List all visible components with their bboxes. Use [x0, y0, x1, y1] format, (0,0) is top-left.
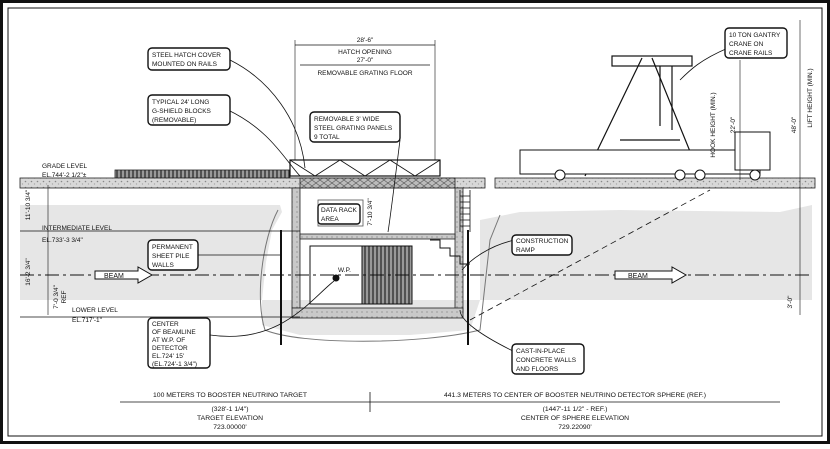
beam-ref-dim: 7'-0 3/4"	[53, 284, 60, 308]
dimension-text: 28'-6" HATCH OPENING 27'-0" REMOVABLE GR…	[25, 37, 814, 309]
callout-line: STEEL HATCH COVER	[152, 52, 221, 59]
beam-arrow-right	[614, 266, 688, 284]
callout-line: AND FLOORS	[516, 366, 559, 373]
lower-level-title: LOWER LEVEL	[72, 307, 118, 314]
callout-line: CENTER	[152, 321, 179, 328]
hatch-label: HATCH OPENING	[338, 49, 392, 56]
callout-line: REMOVABLE 3' WIDE	[314, 116, 380, 123]
lower-level-el: EL.717'-1"	[72, 317, 103, 324]
callout-line: 10 TON GANTRY	[729, 32, 781, 39]
soil-zone	[20, 205, 812, 335]
grade-slab-left	[19, 177, 486, 189]
callout-line: CONSTRUCTION	[516, 238, 569, 245]
shaft-wall-right	[454, 187, 464, 314]
callout-line: AT W.P. OF	[152, 337, 185, 344]
callout-beamline: CENTER OF BEAMLINE AT W.P. OF DETECTOR E…	[147, 317, 211, 369]
callout-line: 9 TOTAL	[314, 134, 340, 141]
callout-line: EL.724' 15'	[152, 353, 184, 360]
truck	[519, 131, 771, 181]
rack-dim: 7'-10 3/4"	[367, 198, 374, 226]
hatch-cover	[289, 159, 441, 177]
bottom-left-line: 100 METERS TO BOOSTER NEUTRINO TARGET	[153, 392, 307, 399]
shaft-floor	[291, 307, 464, 319]
beam-label-left: BEAM	[104, 273, 124, 280]
callout-line: DETECTOR	[152, 345, 188, 352]
callout-cast-in-place: CAST-IN-PLACE CONCRETE WALLS AND FLOORS	[511, 343, 585, 375]
grade-level-title: GRADE LEVEL	[42, 163, 88, 170]
bottom-left-line: TARGET ELEVATION	[197, 415, 263, 422]
middle-dim: 16'-2 3/4"	[25, 258, 32, 286]
callout-sheet-pile: PERMANENT SHEET PILE WALLS	[147, 239, 199, 271]
bottom-text: 100 METERS TO BOOSTER NEUTRINO TARGET (3…	[153, 392, 706, 431]
wp-marker	[332, 274, 340, 282]
callout-line: DATA RACK	[321, 207, 358, 214]
right-bottom-dim: 3'-0"	[787, 295, 794, 309]
callout-data-rack: DATA RACK AREA	[317, 203, 361, 225]
grating-label: REMOVABLE GRATING FLOOR	[317, 70, 412, 77]
callout-line: WALLS	[152, 262, 174, 269]
callout-crane: 10 TON GANTRY CRANE ON CRANE RAILS	[724, 27, 788, 59]
intermediate-level-title: INTERMEDIATE LEVEL	[42, 225, 112, 232]
grade-level-el: EL.744'-2 1/2"±	[42, 172, 87, 179]
callout-line: CAST-IN-PLACE	[516, 348, 566, 355]
callout-line: TYPICAL 24' LONG	[152, 99, 209, 106]
shaft-wall-left	[291, 187, 301, 309]
grating-dim: 27'-0"	[357, 57, 374, 64]
bottom-left-line: 723.00000'	[213, 424, 246, 431]
callout-steel-hatch: STEEL HATCH COVER MOUNTED ON RAILS	[147, 47, 231, 71]
beam-ref-label: REF	[61, 290, 68, 303]
bottom-right-line: 729.22090'	[558, 424, 591, 431]
beam-arrow-left	[94, 266, 154, 284]
excavation-outline	[259, 209, 501, 342]
callout-gshield: TYPICAL 24' LONG G-SHIELD BLOCKS (REMOVA…	[147, 94, 231, 126]
callout-line: CRANE RAILS	[729, 50, 773, 57]
grade-slab-right	[494, 177, 816, 189]
shield-blocks-left	[114, 169, 291, 179]
stairs-upper	[459, 190, 471, 232]
wp-label: W.P.	[338, 267, 351, 274]
callout-grating-panels: REMOVABLE 3' WIDE STEEL GRATING PANELS 9…	[309, 111, 401, 143]
intermediate-level-el: EL.733'-3 3/4"	[42, 237, 83, 244]
callout-line: MOUNTED ON RAILS	[152, 61, 218, 68]
g-shield-blocks	[299, 177, 456, 189]
callout-line: CONCRETE WALLS	[516, 357, 577, 364]
callout-line: SHEET PILE	[152, 253, 190, 260]
hatch-dim: 28'-6"	[357, 37, 374, 44]
callout-line: RAMP	[516, 247, 535, 254]
hatch-truss	[289, 159, 441, 177]
bottom-left-line: (328'-1 1/4")	[212, 406, 249, 413]
lift-height-label: LIFT HEIGHT (MIN.)	[807, 68, 814, 127]
intermediate-slab	[299, 233, 456, 240]
inner-border	[7, 7, 823, 437]
lift-height-dim: 48'-0"	[791, 116, 798, 133]
stairs-lower	[430, 239, 470, 265]
callout-line: STEEL GRATING PANELS	[314, 125, 393, 132]
construction-ramp-line	[469, 189, 711, 321]
upper-dim: 11'-10 3/4"	[25, 189, 32, 220]
bottom-right-line: (1447'-11 1/2" - REF.)	[543, 406, 608, 413]
callout-line: CRANE ON	[729, 41, 764, 48]
level-labels: GRADE LEVEL EL.744'-2 1/2"± INTERMEDIATE…	[42, 163, 118, 324]
callout-line: AREA	[321, 216, 339, 223]
callout-line: PERMANENT	[152, 244, 193, 251]
bottom-right-line: 441.3 METERS TO CENTER OF BOOSTER NEUTRI…	[444, 392, 706, 399]
hook-height-label: HOOK HEIGHT (MIN.)	[710, 92, 717, 157]
callout-line: G-SHIELD BLOCKS	[152, 108, 212, 115]
bottom-right-line: CENTER OF SPHERE ELEVATION	[521, 415, 629, 422]
callout-ramp: CONSTRUCTION RAMP	[511, 234, 573, 256]
leader-lines	[198, 47, 729, 353]
callout-line: OF BEAMLINE	[152, 329, 196, 336]
beam-label-right: BEAM	[628, 273, 648, 280]
callout-line: (REMOVABLE)	[152, 117, 196, 124]
callout-line: (EL.724'-1 3/4")	[152, 361, 197, 368]
hook-height-dim: 22'-0"	[730, 116, 737, 133]
